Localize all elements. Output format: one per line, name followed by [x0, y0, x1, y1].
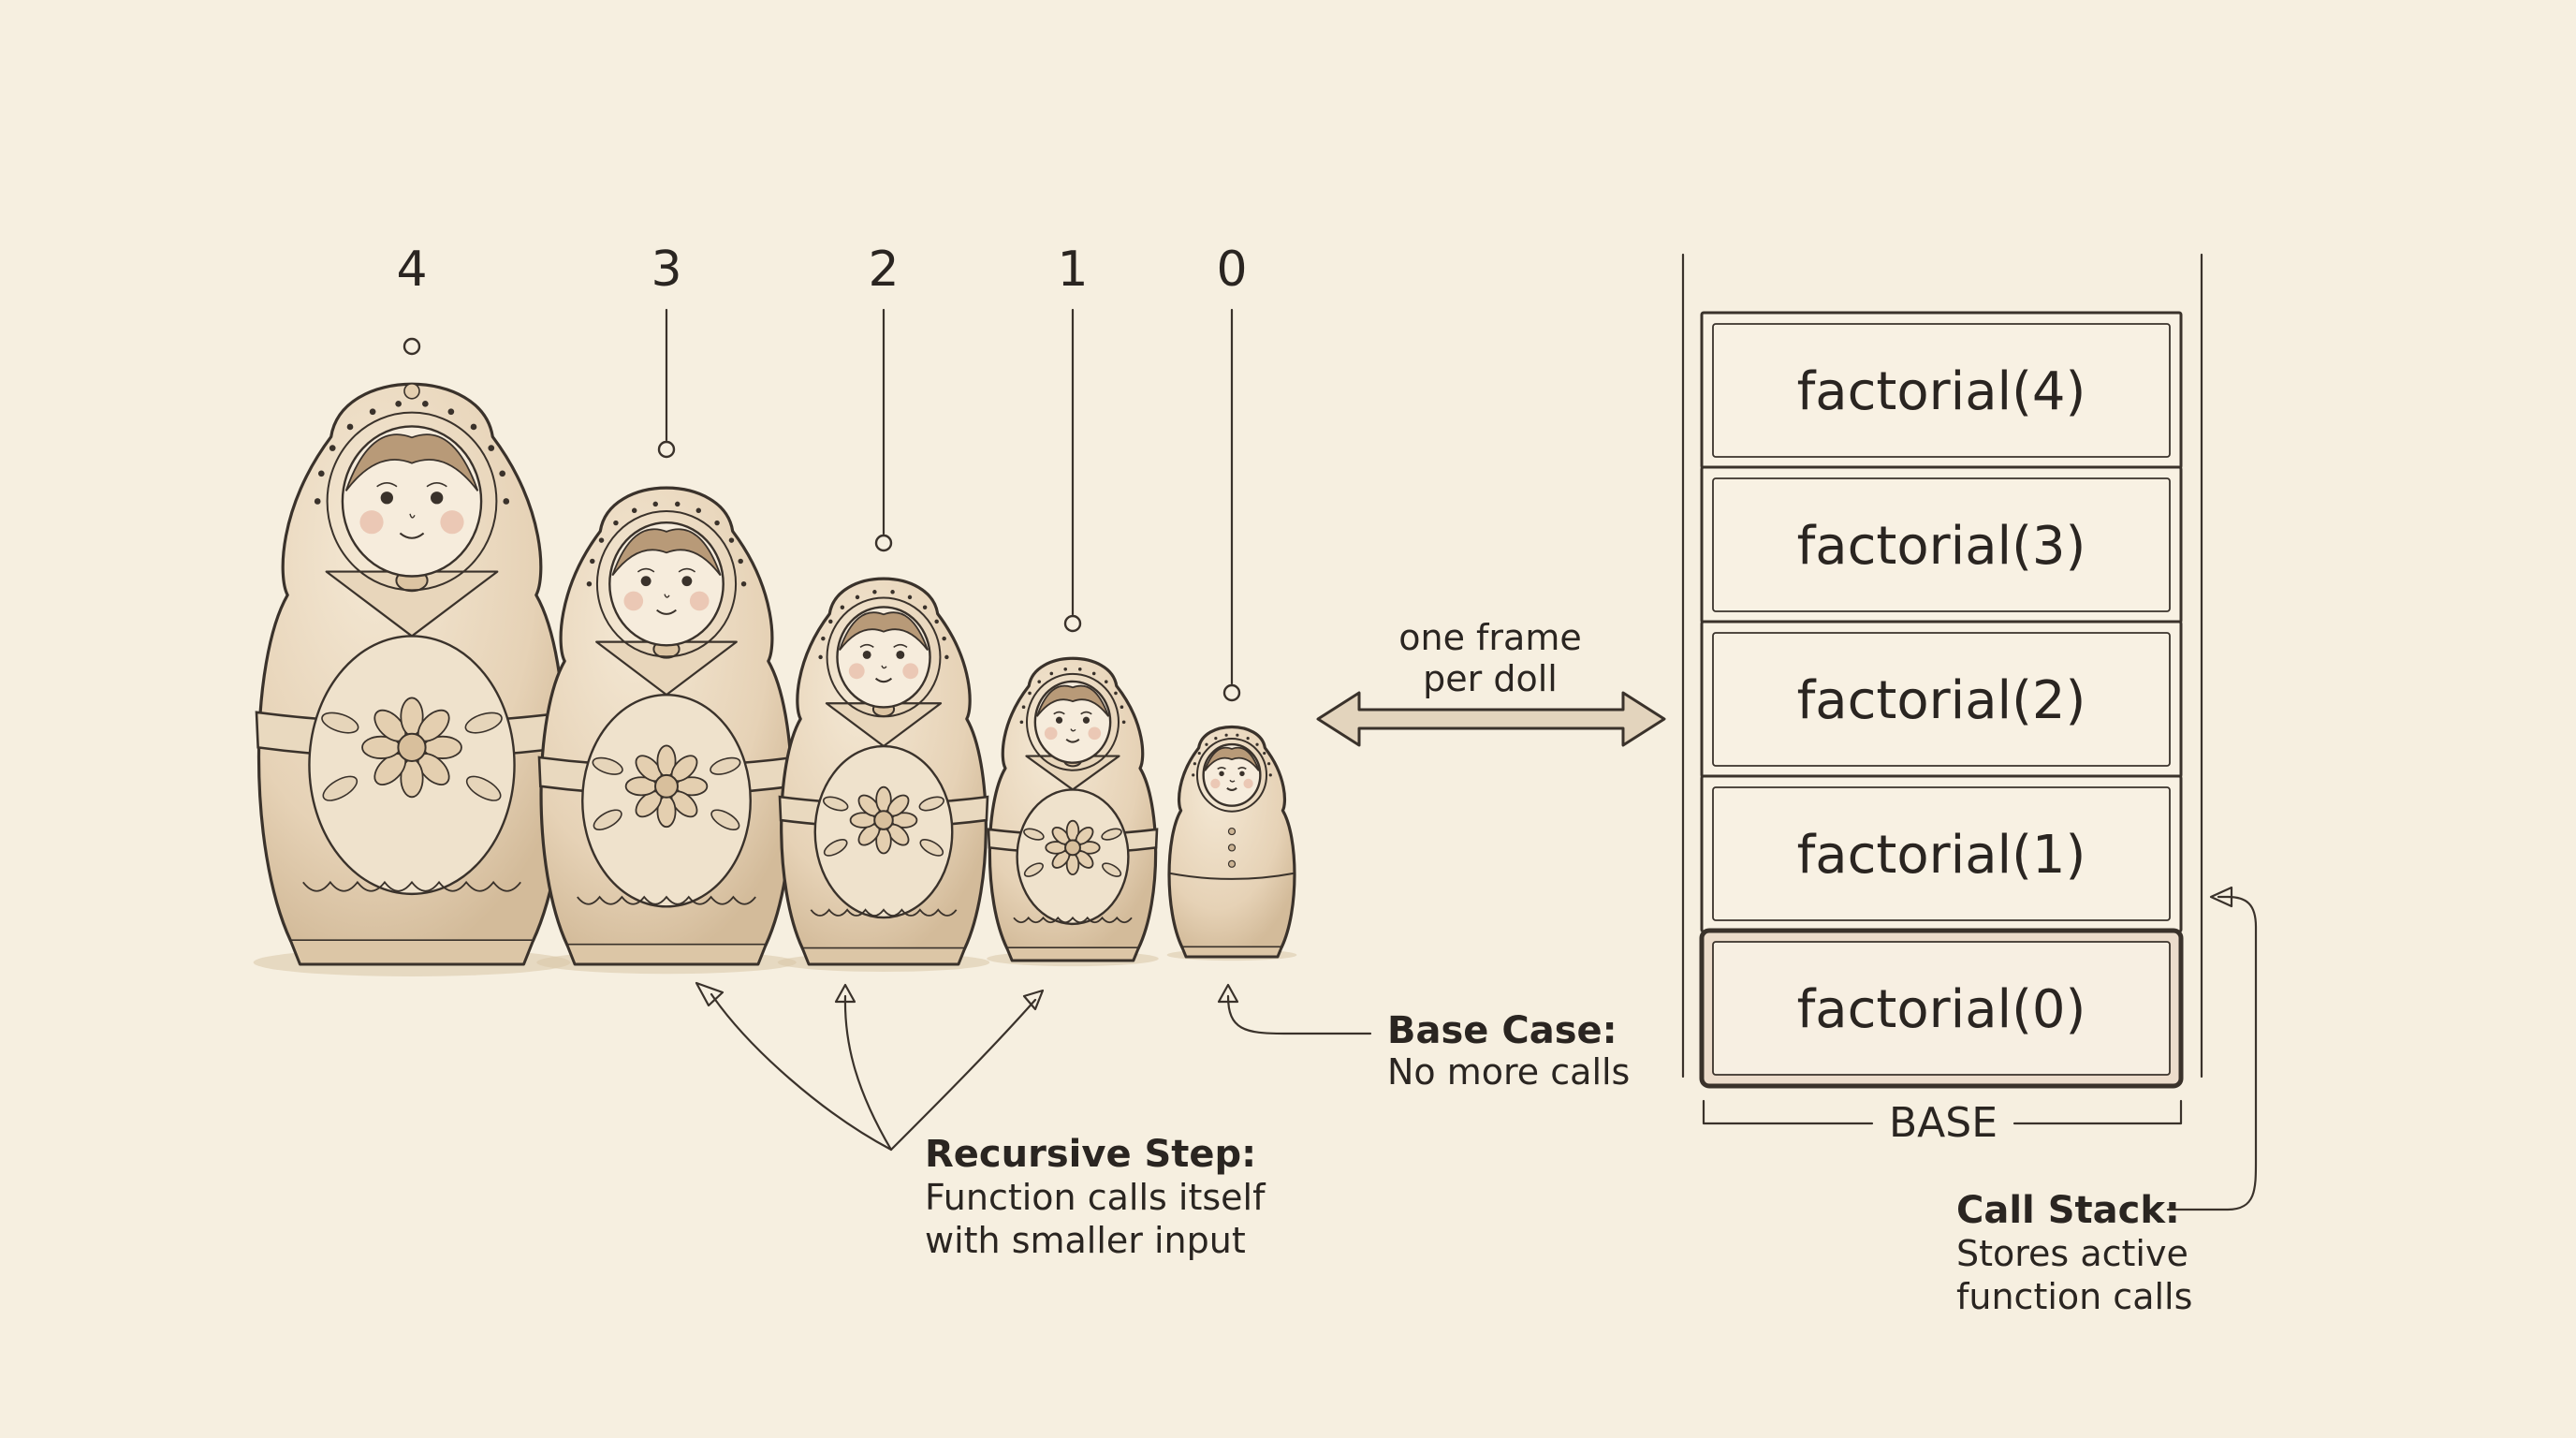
recursive-step-line-2: with smaller input	[925, 1220, 1246, 1261]
doll-2	[778, 579, 989, 972]
doll-label-0: 0	[1216, 242, 1247, 700]
leader-dot	[404, 339, 419, 354]
stack-frame-label: factorial(4)	[1797, 361, 2086, 422]
doll-flower	[398, 734, 425, 761]
doll-3	[536, 488, 796, 974]
doll-label-4: 4	[396, 242, 427, 354]
leader-dot	[659, 442, 674, 457]
doll-flower	[655, 775, 678, 798]
stack-frame-0: factorial(4)	[1702, 313, 2181, 468]
base-case-line-1: No more calls	[1387, 1051, 1630, 1093]
doll-number: 4	[396, 242, 427, 298]
base-case-arrow	[1219, 985, 1370, 1034]
recursive-step-title: Recursive Step:	[925, 1133, 1256, 1176]
call-stack-frames: factorial(4) factorial(3) factorial(2) fact…	[1702, 313, 2181, 1086]
matryoshka-dolls	[254, 384, 1297, 976]
leader-dot	[1224, 685, 1239, 700]
stack-frame-3: factorial(1)	[1702, 776, 2181, 932]
doll-number: 3	[651, 242, 681, 298]
call-stack-line-2: function calls	[1956, 1276, 2192, 1317]
recursive-step-line-1: Function calls itself	[925, 1177, 1266, 1218]
call-stack-title: Call Stack:	[1956, 1189, 2180, 1232]
doll-label-1: 1	[1057, 242, 1088, 631]
doll-number: 0	[1216, 242, 1247, 298]
doll-4	[254, 384, 571, 976]
call-stack-line-1: Stores active	[1956, 1233, 2188, 1274]
doll-label-3: 3	[651, 242, 681, 457]
base-case-title: Base Case:	[1387, 1009, 1617, 1052]
one-frame-per-doll-arrow	[1318, 693, 1664, 745]
leader-dot	[1065, 616, 1080, 631]
stack-frame-label: factorial(3)	[1797, 516, 2086, 577]
doll-label-2: 2	[868, 242, 899, 550]
doll-flower	[1065, 840, 1080, 855]
base-label: BASE	[1889, 1099, 1998, 1147]
doll-1	[987, 658, 1159, 966]
doll-number: 2	[868, 242, 899, 298]
stack-frame-label: factorial(1)	[1797, 825, 2086, 886]
recursive-step-arrows	[696, 983, 1043, 1150]
arrow-caption-line-1: one frame	[1398, 617, 1581, 658]
stack-frame-4: factorial(0)	[1702, 931, 2181, 1086]
doll-0	[1167, 726, 1297, 961]
doll-number: 1	[1057, 242, 1088, 298]
stack-frame-2: factorial(2)	[1702, 622, 2181, 777]
arrow-caption-line-2: per doll	[1423, 658, 1558, 699]
call-stack: factorial(4) factorial(3) factorial(2) fact…	[1683, 255, 2202, 1147]
doll-flower	[874, 811, 893, 829]
stack-frame-1: factorial(3)	[1702, 467, 2181, 623]
stack-frame-label: factorial(2)	[1797, 670, 2086, 731]
leader-dot	[876, 536, 891, 550]
stack-frame-label: factorial(0)	[1797, 979, 2086, 1040]
